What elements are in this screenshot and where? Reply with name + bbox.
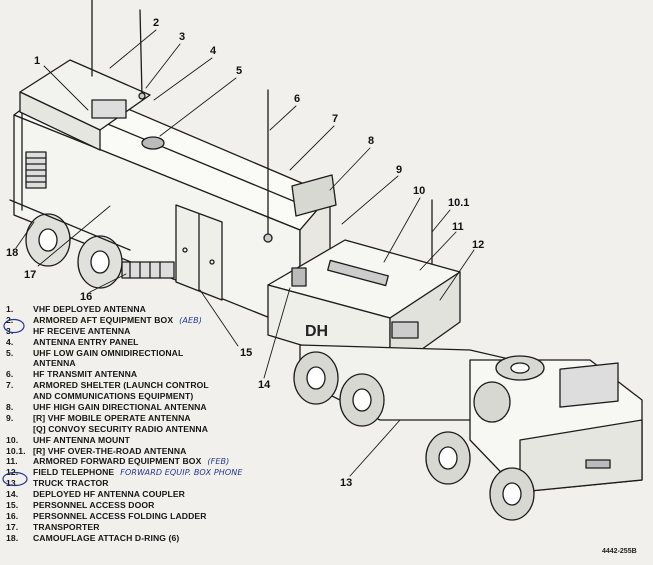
callout-10: 10	[413, 185, 426, 197]
legend-row: 16.PERSONNEL ACCESS FOLDING LADDER	[6, 510, 207, 521]
leader-lines	[15, 29, 475, 477]
callout-9: 9	[396, 164, 403, 176]
legend-row: 1.VHF DEPLOYED ANTENNA	[6, 304, 146, 314]
callout-1: 1	[34, 55, 41, 67]
handwritten-note: FORWARD EQUIP. BOX PHONE	[120, 468, 243, 478]
legend-row: 17.TRANSPORTER	[6, 521, 100, 532]
callout-4: 4	[210, 45, 217, 57]
legend-row: 15.PERSONNEL ACCESS DOOR	[6, 500, 155, 511]
figure-id: 4442-255B	[602, 548, 637, 555]
legend-row: 4.ANTENNA ENTRY PANEL	[6, 336, 139, 347]
handwritten-note: (FEB)	[207, 457, 230, 467]
legend-row: 10.1.[R] VHF OVER-THE-ROAD ANTENNA	[6, 445, 187, 456]
handwritten-note: (AEB)	[179, 315, 202, 325]
callout-2: 2	[153, 17, 160, 29]
callout-3: 3	[179, 31, 186, 43]
svg-text:DH: DH	[305, 323, 328, 340]
callout-15: 15	[240, 347, 253, 359]
callout-11: 11	[452, 221, 464, 233]
legend-row: 7.ARMORED SHELTER (LAUNCH CONTROL	[6, 380, 209, 391]
parts-legend: 1.VHF DEPLOYED ANTENNA 2.ARMORED AFT EQU…	[6, 304, 306, 544]
legend-row: 13.TRUCK TRACTOR	[6, 478, 109, 489]
callout-7: 7	[332, 113, 339, 125]
hf-receive-antenna	[139, 9, 143, 97]
legend-row: AND COMMUNICATIONS EQUIPMENT)	[33, 391, 194, 402]
legend-row: ANTENNA	[33, 358, 76, 369]
legend-row: 3.HF RECEIVE ANTENNA	[6, 325, 131, 336]
transporter-wheels	[9, 199, 131, 289]
callout-6: 6	[294, 93, 301, 105]
legend-row: 14.DEPLOYED HF ANTENNA COUPLER	[6, 489, 185, 500]
legend-row: [Q] CONVOY SECURITY RADIO ANTENNA	[33, 423, 209, 434]
legend-row: 9.[R] VHF MOBILE OPERATE ANTENNA	[6, 412, 191, 423]
callout-18: 18	[6, 247, 19, 259]
legend-row: 6.HF TRANSMIT ANTENNA	[6, 369, 138, 380]
callout-13: 13	[340, 477, 353, 489]
legend-row: 8.UHF HIGH GAIN DIRECTIONAL ANTENNA	[6, 402, 207, 413]
legend-row: 5.UHF LOW GAIN OMNIDIRECTIONAL	[6, 347, 184, 358]
legend-row: 18.CAMOUFLAGE ATTACH D-RING (6)	[6, 532, 180, 543]
callout-5: 5	[236, 65, 243, 77]
legend-row: 10.UHF ANTENNA MOUNT	[6, 434, 131, 445]
truck-tractor	[293, 344, 643, 521]
legend-row: 11.ARMORED FORWARD EQUIPMENT BOX(FEB)	[6, 456, 230, 467]
callout-12: 12	[472, 239, 485, 251]
callout-10-1: 10.1	[448, 197, 470, 209]
callout-16: 16	[80, 291, 93, 303]
callout-8: 8	[368, 135, 375, 147]
callout-17: 17	[24, 269, 37, 281]
callout-14: 14	[258, 379, 271, 391]
